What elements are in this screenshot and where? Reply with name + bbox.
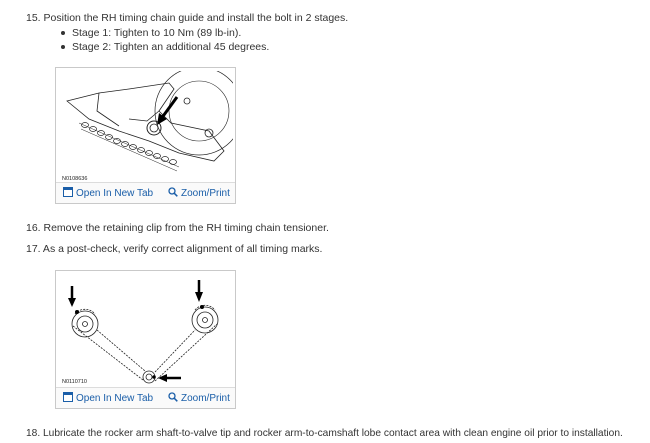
figure-1-id: N0108636 — [62, 176, 88, 182]
zoom-magnifier-icon — [168, 187, 178, 197]
timing-marks-illustration — [68, 280, 219, 384]
figure-2-zoom-print-link[interactable]: Zoom/Print — [168, 392, 230, 404]
figure-1-zoom-label: Zoom/Print — [181, 188, 230, 199]
open-in-new-tab-icon — [63, 187, 73, 197]
step-16-text: 16. Remove the retaining clip from the R… — [26, 222, 329, 234]
step-17-text: 17. As a post-check, verify correct alig… — [26, 243, 323, 255]
figure-1-toolbar: Open In New Tab Zoom/Print — [56, 182, 235, 203]
figure-1-open-in-new-tab-link[interactable]: Open In New Tab — [63, 187, 153, 199]
figure-1-zoom-print-link[interactable]: Zoom/Print — [168, 187, 230, 199]
zoom-magnifier-icon — [168, 392, 178, 402]
figure-2: N0110710 Open In New Tab Zoom/Print — [55, 270, 236, 409]
figure-1: N0108636 Open In New Tab Zoom/Print — [55, 67, 236, 204]
step-15-text: 15. Position the RH timing chain guide a… — [26, 12, 349, 24]
figure-2-open-in-new-tab-link[interactable]: Open In New Tab — [63, 392, 153, 404]
step-15-stages: Stage 1: Tighten to 10 Nm (89 lb-in). St… — [60, 26, 269, 54]
figure-2-open-label: Open In New Tab — [76, 393, 154, 404]
figure-2-toolbar: Open In New Tab Zoom/Print — [56, 387, 235, 408]
stage-1-item: Stage 1: Tighten to 10 Nm (89 lb-in). — [60, 26, 269, 40]
stage-2-item: Stage 2: Tighten an additional 45 degree… — [60, 40, 269, 54]
step-18-text: 18. Lubricate the rocker arm shaft-to-va… — [26, 428, 623, 439]
figure-2-id: N0110710 — [62, 379, 87, 385]
open-in-new-tab-icon — [63, 392, 73, 402]
figure-2-zoom-label: Zoom/Print — [181, 393, 230, 404]
timing-chain-guide-illustration — [66, 71, 233, 172]
figure-1-open-label: Open In New Tab — [76, 188, 154, 199]
